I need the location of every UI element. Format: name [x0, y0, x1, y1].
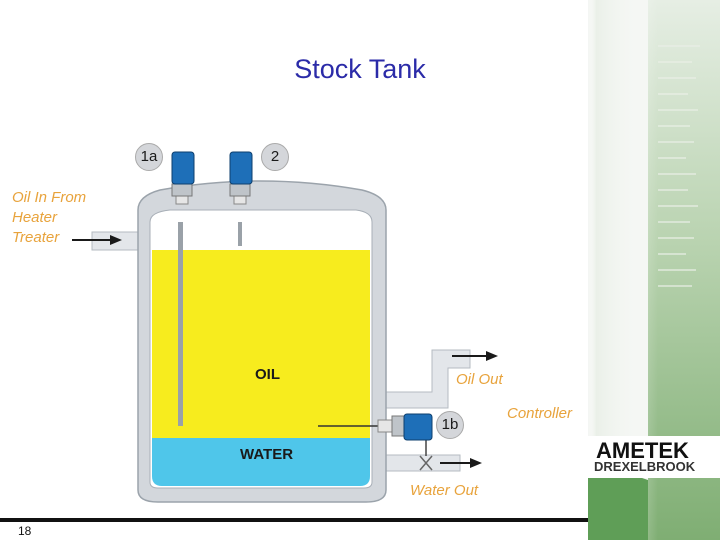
tag-2-badge: 2 [261, 143, 289, 171]
level-transmitter-1a-icon [171, 151, 195, 205]
footer-rule [0, 518, 588, 522]
probe-2-rod [238, 222, 242, 246]
water-layer [152, 438, 370, 486]
logo-background [588, 436, 720, 478]
slide-title: Stock Tank [294, 54, 426, 84]
oil-out-label: Oil Out [456, 371, 503, 388]
tag-1a-badge: 1a [135, 143, 163, 171]
water-out-pipe [379, 440, 482, 472]
stock-tank-diagram [72, 151, 498, 503]
oil-layer [152, 250, 370, 438]
logo-division: DREXELBROOK [594, 459, 696, 474]
inlet-label-line3: Treater [12, 229, 60, 246]
controller-label: Controller [507, 405, 573, 422]
valve-icon [419, 455, 433, 471]
oil-out-pipe [382, 349, 498, 409]
slide-number: 18 [18, 524, 32, 538]
probe-1a-rod [178, 222, 183, 426]
inlet-label-line1: Oil In From [12, 189, 87, 206]
inlet-pipe [72, 231, 143, 251]
inlet-label-line2: Heater [12, 209, 58, 226]
tag-1b-badge: 1b [436, 411, 464, 439]
water-layer-label: WATER [240, 446, 294, 463]
oil-layer-label: OIL [255, 366, 280, 383]
logo-brand: AMETEK [596, 438, 689, 463]
interface-controller-1b-icon [377, 413, 433, 441]
water-out-label: Water Out [410, 482, 479, 499]
level-transmitter-2-icon [229, 151, 253, 205]
